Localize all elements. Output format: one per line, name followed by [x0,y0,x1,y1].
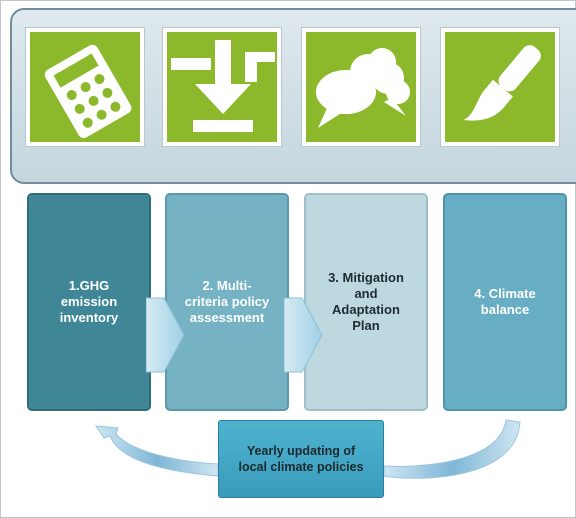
step-4-label: 4. Climate balance [474,286,536,317]
flow-arrow-1 [146,297,185,373]
cycle-label: Yearly updating of local climate policie… [238,444,364,474]
icon-tile-3 [302,28,420,146]
download-icon [171,40,275,132]
paintbrush-icon [463,45,541,121]
step-1-box: 1.GHG emission inventory [27,193,151,411]
calculator-icon [44,44,132,138]
flow-arrow-2 [284,297,323,373]
icon-tile-4 [441,28,559,146]
step-2-label: 2. Multi- criteria policy assessment [184,278,270,325]
icon-tile-2 [163,28,281,146]
step-4-box: 4. Climate balance [443,193,567,411]
icon-tile-1 [26,28,144,146]
step-1-label: 1.GHG emission inventory [59,278,119,325]
speech-bubbles-icon [316,48,410,128]
step-3-box: 3. Mitigation and Adaptation Plan [304,193,428,411]
cycle-box: Yearly updating of local climate policie… [218,420,384,498]
step-3-label: 3. Mitigation and Adaptation Plan [328,270,404,333]
